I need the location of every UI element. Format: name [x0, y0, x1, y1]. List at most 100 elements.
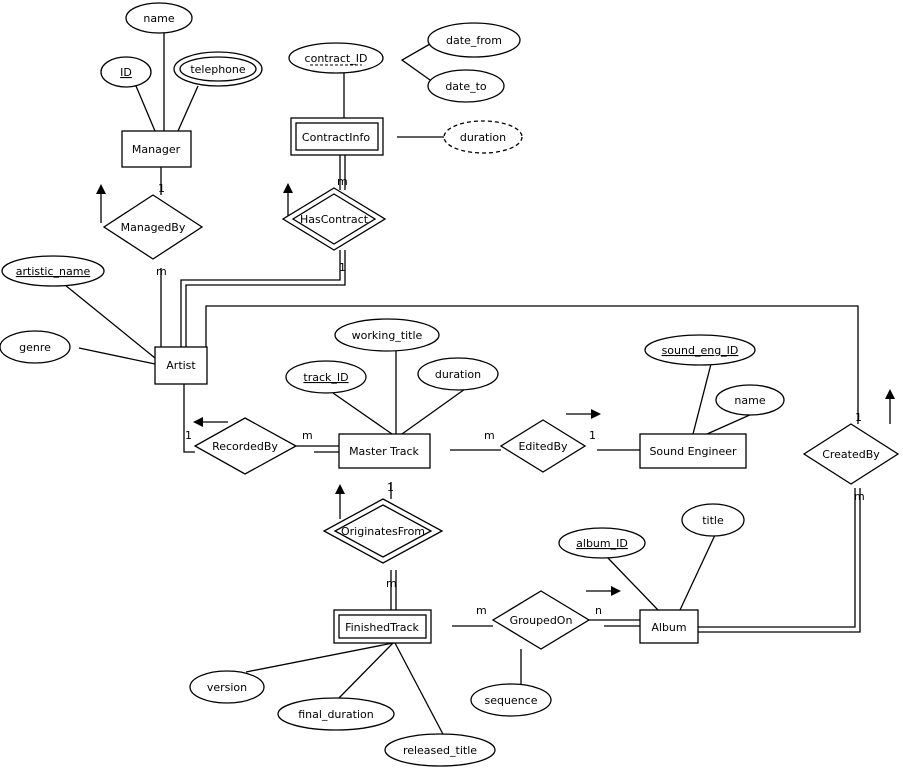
line-createdby-album-b	[698, 488, 861, 633]
attribute-working-title[interactable]: working_title	[334, 318, 440, 352]
attribute-contract-duration[interactable]: duration	[443, 120, 523, 154]
relationship-originates-from[interactable]: OriginatesFrom	[322, 498, 444, 564]
entity-finished-track-label: FinishedTrack	[345, 621, 419, 634]
attribute-date-to-label: date_to	[445, 80, 487, 93]
line-manager-telephone	[177, 85, 199, 132]
attribute-contract-id-label: contract_ID	[305, 52, 368, 65]
attribute-engineer-name[interactable]: name	[715, 384, 785, 416]
relationship-created-by[interactable]: CreatedBy	[802, 423, 900, 485]
relationship-created-by-label: CreatedBy	[822, 448, 880, 461]
line-hascontract-artist-b	[185, 250, 346, 347]
attribute-track-id-label: track_ID	[303, 371, 348, 384]
cardinality-label: m	[386, 577, 397, 590]
attribute-released-title-label: released_title	[403, 744, 477, 757]
line-manager-id	[135, 85, 156, 132]
cardinality-label: m	[476, 604, 487, 617]
cardinality-label: 1	[387, 481, 394, 494]
entity-artist-label: Artist	[166, 359, 196, 372]
entity-master-track[interactable]: Master Track	[338, 433, 431, 469]
relationship-has-contract-label: HasContract	[300, 213, 369, 226]
attribute-version[interactable]: version	[189, 670, 265, 704]
attribute-working-title-label: working_title	[352, 329, 423, 342]
attribute-manager-id[interactable]: ID	[100, 56, 152, 88]
attribute-genre[interactable]: genre	[0, 330, 71, 364]
attribute-artistic-name-label: artistic_name	[16, 265, 91, 278]
attribute-title[interactable]: title	[681, 503, 745, 537]
relationship-edited-by-label: EditedBy	[518, 440, 568, 453]
attribute-contract-id[interactable]: contract_ID	[288, 42, 384, 74]
line-engineer-name	[706, 413, 753, 435]
entity-manager-label: Manager	[132, 143, 181, 156]
cardinality-labels: 1 m m 1 1 m m 1 1 m 1 m m n	[156, 175, 865, 617]
cardinality-label: m	[156, 265, 167, 278]
line-artist-recordedby	[183, 384, 195, 453]
attribute-title-label: title	[702, 514, 724, 527]
cardinality-label: m	[484, 429, 495, 442]
connector-lines	[64, 33, 861, 739]
attribute-telephone[interactable]: telephone	[173, 51, 263, 87]
entity-artist[interactable]: Artist	[154, 346, 208, 385]
entity-manager[interactable]: Manager	[121, 130, 192, 168]
attribute-date-to[interactable]: date_to	[427, 69, 505, 103]
relationship-recorded-by-label: RecordedBy	[212, 440, 278, 453]
line-track-id	[332, 392, 393, 435]
attribute-genre-label: genre	[19, 341, 51, 354]
line-version	[245, 642, 394, 673]
line-genre	[78, 347, 156, 365]
relationship-originates-from-label: OriginatesFrom	[341, 525, 425, 538]
attribute-manager-name[interactable]: name	[125, 2, 193, 34]
entity-master-track-label: Master Track	[349, 445, 419, 458]
attribute-track-duration-label: duration	[435, 368, 481, 381]
attribute-track-duration[interactable]: duration	[417, 357, 499, 391]
cardinality-label: 1	[589, 429, 596, 442]
attribute-contract-duration-label: duration	[460, 131, 506, 144]
attribute-artistic-name[interactable]: artistic_name	[1, 255, 105, 287]
entity-album[interactable]: Album	[639, 609, 699, 644]
entity-contract-info[interactable]: ContractInfo	[290, 117, 384, 156]
entity-contract-info-label: ContractInfo	[302, 131, 370, 144]
attribute-sequence[interactable]: sequence	[470, 683, 552, 717]
attribute-final-duration[interactable]: final_duration	[277, 697, 395, 731]
attribute-manager-id-label: ID	[120, 66, 132, 79]
attribute-date-from[interactable]: date_from	[427, 22, 521, 58]
cardinality-label: n	[595, 604, 602, 617]
entity-sound-engineer[interactable]: Sound Engineer	[639, 433, 747, 469]
relationship-has-contract[interactable]: HasContract	[281, 187, 387, 251]
attribute-engineer-name-label: name	[734, 394, 765, 407]
cardinality-label: m	[337, 175, 348, 188]
cardinality-label: 1	[339, 261, 346, 274]
attribute-album-id-label: album_ID	[576, 537, 628, 550]
attribute-released-title[interactable]: released_title	[384, 733, 496, 767]
line-artistic-name	[64, 284, 156, 359]
attribute-version-label: version	[207, 681, 247, 694]
line-artist-createdby	[205, 305, 859, 424]
line-final-duration	[337, 642, 394, 700]
line-contract-dates	[400, 43, 431, 81]
line-title	[679, 534, 716, 611]
entity-finished-track[interactable]: FinishedTrack	[333, 609, 432, 644]
attribute-sound-eng-id[interactable]: sound_eng_ID	[644, 334, 756, 366]
cardinality-label: 1	[158, 182, 165, 195]
relationship-recorded-by[interactable]: RecordedBy	[193, 417, 298, 475]
line-hascontract-artist-a	[180, 250, 341, 347]
attribute-album-id[interactable]: album_ID	[558, 527, 646, 559]
relationship-edited-by[interactable]: EditedBy	[499, 419, 587, 473]
relationship-grouped-on[interactable]: GroupedOn	[491, 590, 591, 650]
attribute-sequence-label: sequence	[484, 694, 537, 707]
relationship-managed-by-label: ManagedBy	[121, 221, 186, 234]
line-released-title	[394, 642, 446, 739]
relationship-managed-by[interactable]: ManagedBy	[102, 194, 204, 260]
entity-album-label: Album	[651, 621, 686, 634]
cardinality-label: 1	[185, 429, 192, 442]
cardinality-label: m	[302, 429, 313, 442]
attribute-track-id[interactable]: track_ID	[285, 360, 367, 394]
cardinality-label: 1	[855, 411, 862, 424]
relationship-grouped-on-label: GroupedOn	[510, 614, 573, 627]
line-album-id	[606, 556, 659, 611]
attribute-final-duration-label: final_duration	[298, 708, 374, 721]
attribute-telephone-label: telephone	[190, 63, 246, 76]
line-track-duration	[401, 388, 466, 435]
cardinality-label: m	[854, 490, 865, 503]
line-createdby-album-a	[698, 488, 856, 628]
